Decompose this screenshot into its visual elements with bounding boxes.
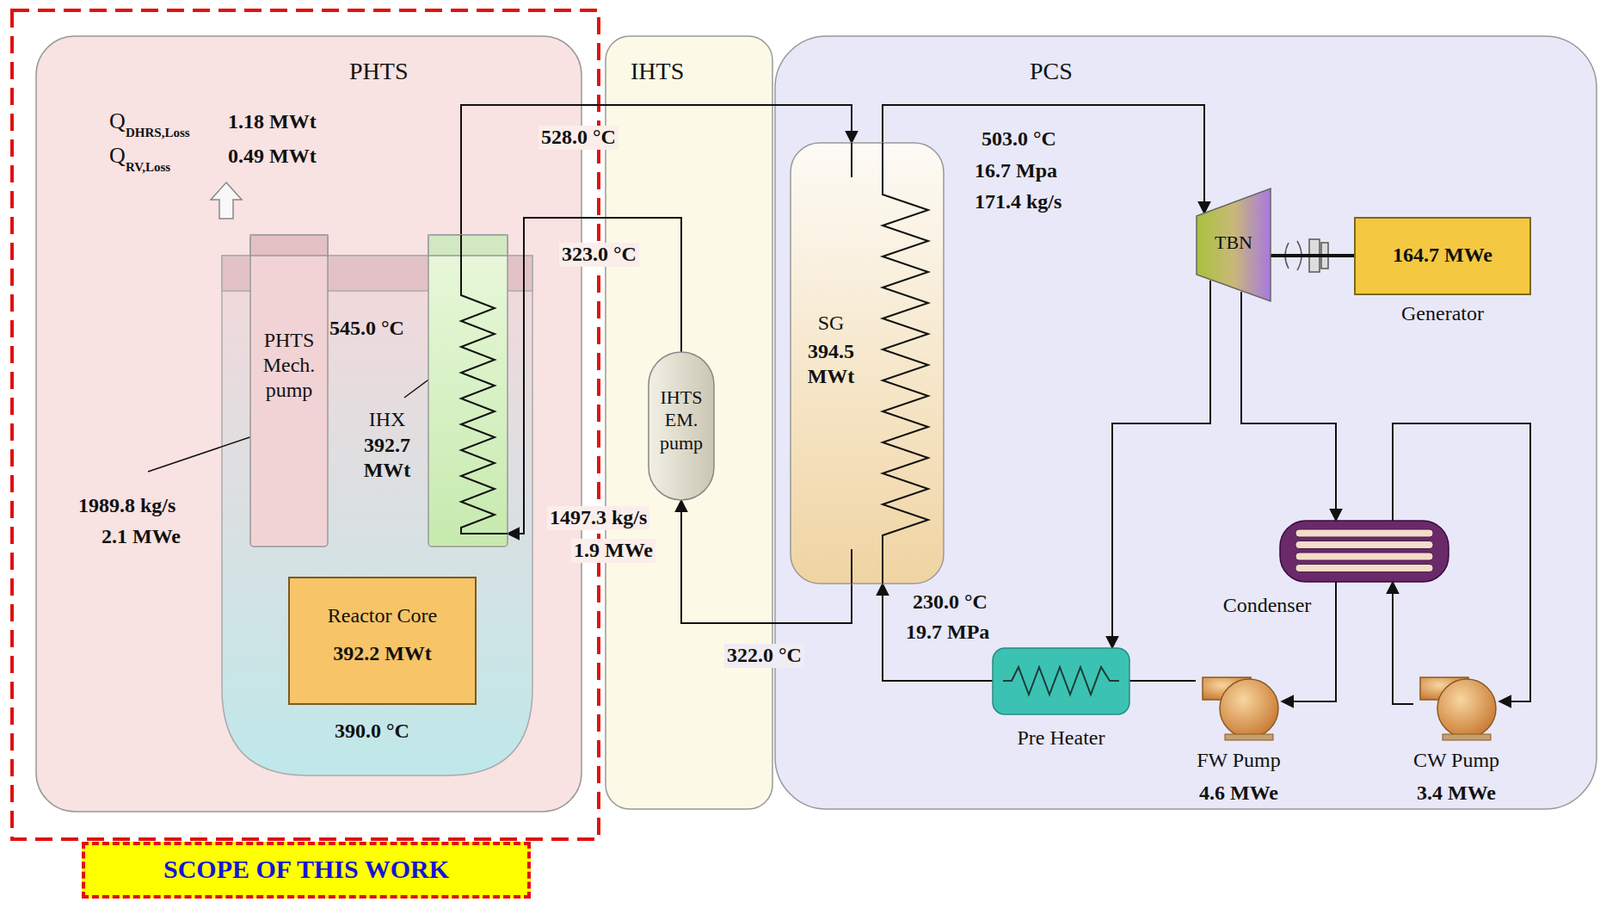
value-label: 19.7 MPa xyxy=(905,620,990,645)
value-label: 322.0 °C xyxy=(724,643,805,668)
node-text: PHTS xyxy=(349,56,436,87)
scope-tag: SCOPE OF THIS WORK xyxy=(81,841,531,899)
value-label: 0.49 MWt xyxy=(227,144,317,169)
pump: CW Pump3.4 MWe xyxy=(1413,668,1500,740)
pump: FW Pump4.6 MWe xyxy=(1195,668,1282,740)
node-text: Condenser xyxy=(1211,592,1324,618)
node-text: 394.5 MWt xyxy=(793,338,868,389)
heat-exchanger: IHX392.7 MWt xyxy=(428,234,508,547)
shaft-line xyxy=(1270,253,1355,258)
condenser-shape xyxy=(1280,520,1449,582)
value-label: 16.7 Mpa xyxy=(974,159,1058,184)
em-pump: IHTS EM. pump xyxy=(648,351,714,500)
flow-line xyxy=(882,583,993,681)
pump-shape xyxy=(1413,668,1500,740)
node-text: SCOPE OF THIS WORK xyxy=(81,853,531,885)
flow-line xyxy=(1112,280,1211,648)
node-text: IHX xyxy=(354,406,420,432)
value-label: 323.0 °C xyxy=(559,242,640,267)
system-region: IHTS IHTS EM. pump xyxy=(605,36,773,809)
pcs-region-ground xyxy=(775,36,1597,809)
generator: 164.7 MWeGenerator xyxy=(1354,217,1531,295)
value-label: 545.0 °C xyxy=(329,316,405,341)
value-label: RV,Loss xyxy=(125,160,171,175)
value-label: 1989.8 kg/s xyxy=(78,493,176,518)
value-label: 390.0 °C xyxy=(334,719,410,744)
scope-boundary xyxy=(12,10,599,839)
node-text: CW Pump xyxy=(1391,747,1521,773)
node-text: Pre Heater xyxy=(984,725,1139,751)
node-text: 4.6 MWe xyxy=(1174,780,1304,806)
value-label: Q xyxy=(109,108,126,135)
value-label: DHRS,Loss xyxy=(125,125,191,141)
steam-generator-shape xyxy=(790,142,944,584)
value-label: 1497.3 kg/s xyxy=(547,505,650,530)
node-text: TBN xyxy=(1196,231,1271,254)
ihts-region-ground xyxy=(605,36,773,809)
node-text: PCS xyxy=(1029,56,1116,87)
pre-heater: Pre Heater xyxy=(992,647,1130,714)
value-label: 171.4 kg/s xyxy=(974,190,1062,215)
pump-shape xyxy=(1195,668,1282,740)
node-text: 3.4 MWe xyxy=(1391,780,1521,806)
node-text: SG xyxy=(793,310,868,336)
heat-exchanger-shape xyxy=(428,234,508,547)
node-text: IHTS EM. pump xyxy=(648,386,714,455)
node-text: Reactor Core xyxy=(289,603,476,628)
value-label: 230.0 °C xyxy=(912,590,988,615)
pump-vessel: PHTS Mech. pump xyxy=(250,234,328,547)
value-label: 528.0 °C xyxy=(538,125,619,150)
heat-loss-arrow xyxy=(210,182,242,219)
flow-line xyxy=(1392,581,1414,704)
value-label: 1.9 MWe xyxy=(571,538,656,563)
node-text: IHTS xyxy=(630,56,717,87)
reactor-core: Reactor Core 392.2 MWt xyxy=(289,577,476,704)
pre-heater-shape xyxy=(992,647,1130,714)
flow-line xyxy=(1241,291,1336,521)
node-text: 392.2 MWt xyxy=(289,640,476,666)
turbine: TBN xyxy=(1196,188,1271,302)
reactor-core-shape xyxy=(289,577,476,704)
node-text: 392.7 MWt xyxy=(354,432,420,483)
flow-line xyxy=(1129,679,1196,682)
value-label: 503.0 °C xyxy=(981,127,1057,152)
steam-generator: SG394.5 MWt xyxy=(790,142,944,584)
value-label: 2.1 MWe xyxy=(101,524,181,549)
node-text: FW Pump xyxy=(1174,747,1304,773)
value-label: Q xyxy=(109,142,126,169)
node-text: 164.7 MWe xyxy=(1354,242,1531,268)
node-text: PHTS Mech. pump xyxy=(250,327,328,402)
phts-region-ground xyxy=(36,36,582,812)
node-text: Generator xyxy=(1354,301,1531,327)
condenser: Condenser xyxy=(1280,520,1449,582)
system-region: PCSSG394.5 MWtTBN164.7 MWeGeneratorConde… xyxy=(775,36,1597,809)
value-label: 1.18 MWt xyxy=(227,110,317,135)
